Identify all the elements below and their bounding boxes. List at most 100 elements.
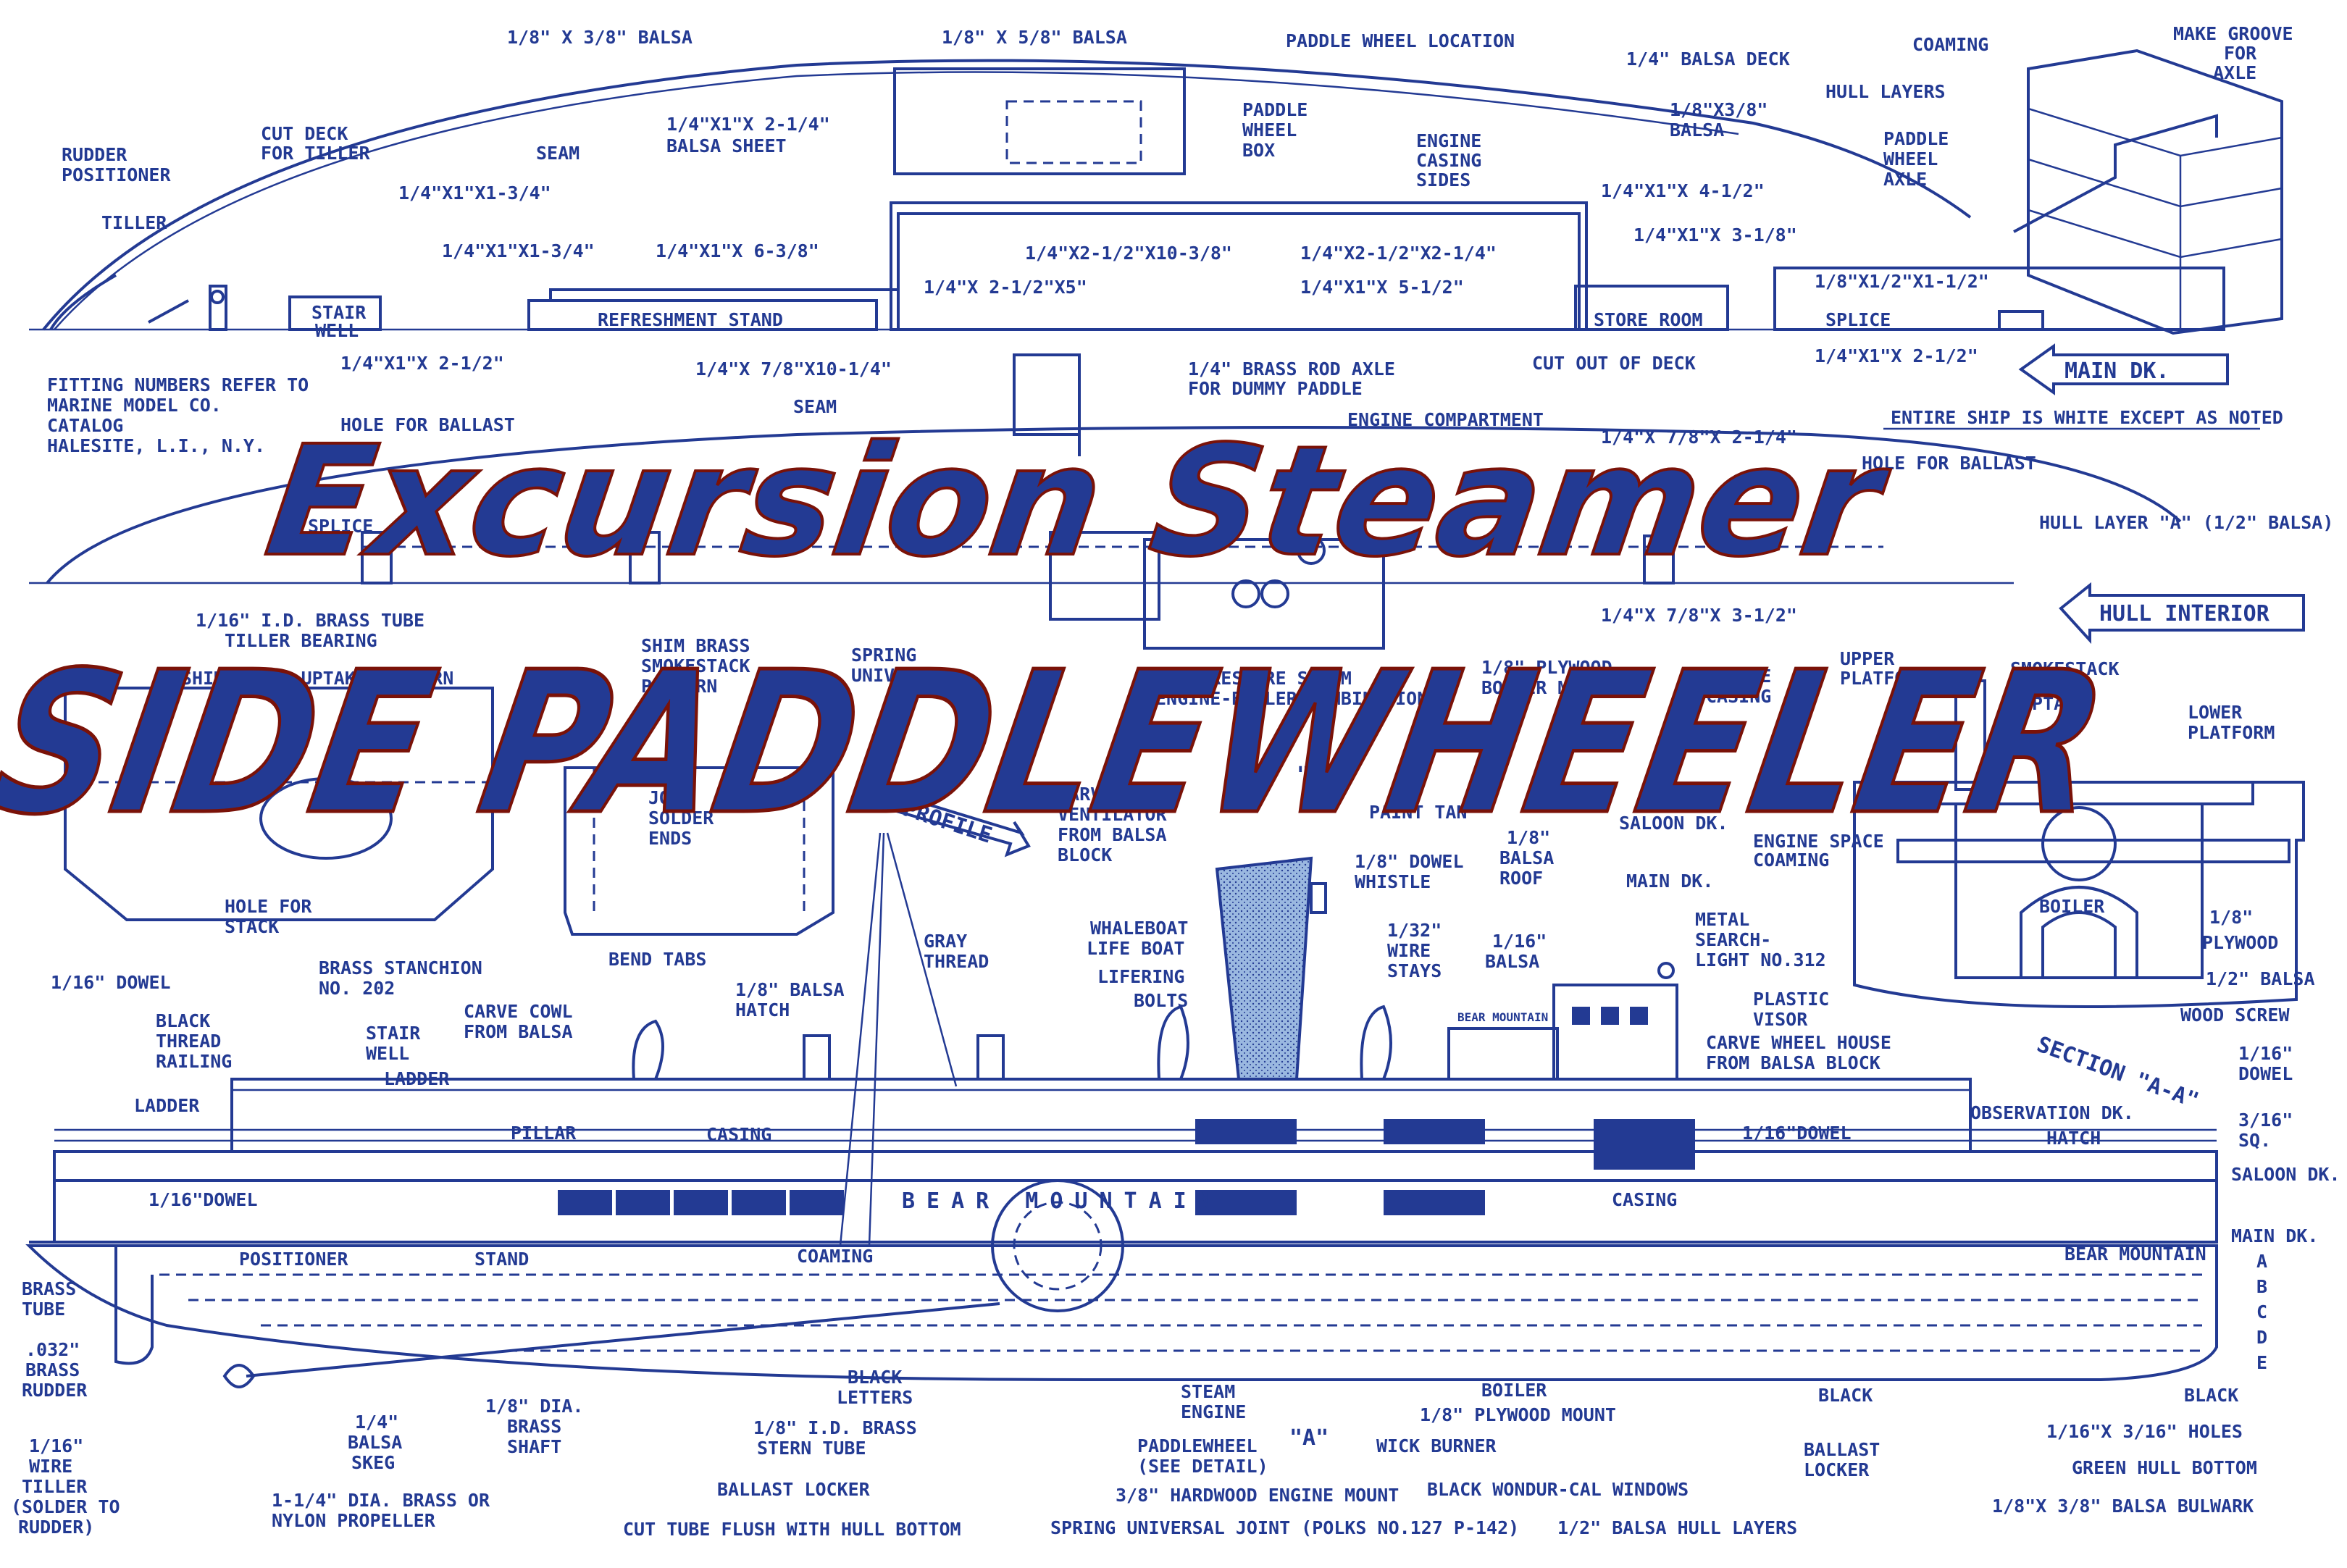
notes: FITTING NUMBERS REFER TO MARINE MODEL CO… bbox=[47, 374, 2283, 456]
label-section-title: SECTION "A-A" bbox=[2033, 1032, 2202, 1114]
label-d4: 1/4"X2-1/2"X10-3/8" bbox=[1025, 243, 1232, 264]
label-railing-1: BLACK bbox=[156, 1010, 210, 1031]
label-rod-1: 1/4"X 7/8"X10-1/4" bbox=[695, 359, 892, 380]
label-engine-casing-2: CASING bbox=[1416, 150, 1481, 171]
hull-interior: 1/4"X 7/8"X10-1/4" 1/4" BRASS ROD AXLE F… bbox=[29, 353, 2333, 651]
label-wheelhouse-1: CARVE WHEEL HOUSE bbox=[1706, 1032, 1891, 1053]
label-pw-box-3: BOX bbox=[1242, 140, 1275, 161]
label-uptake: UPTAKE bbox=[2021, 693, 2086, 714]
stern-name: BEAR MOUNTAIN bbox=[2064, 1244, 2206, 1265]
label-engine-casing-1: ENGINE bbox=[1416, 130, 1481, 151]
label-section-smokestack: SMOKESTACK bbox=[2010, 658, 2120, 679]
label-sheet-1: 1/4"X1"X 2-1/4" bbox=[666, 114, 830, 135]
label-steam-engine-1: LOW PRESSURE STEAM bbox=[1155, 668, 1352, 689]
label-rudder-2: BRASS bbox=[25, 1359, 80, 1380]
label-casing-1: CASING bbox=[706, 1124, 771, 1145]
label-sq-2: SQ. bbox=[2238, 1130, 2271, 1151]
title-line-2: SIDE PADDLEWHEELER bbox=[0, 630, 2120, 858]
label-smokestack-3: PATTERN bbox=[641, 676, 717, 697]
label-vent-4: BLOCK bbox=[1058, 844, 1112, 865]
label-balsa-3b: BALSA bbox=[1670, 120, 1724, 141]
label-store-room: STORE ROOM bbox=[1594, 309, 1703, 330]
label-cut-out: CUT OUT OF DECK bbox=[1532, 353, 1696, 374]
label-refreshment: REFRESHMENT STAND bbox=[598, 309, 783, 330]
label-shaft-1: 1/8" DIA. bbox=[485, 1396, 583, 1417]
label-vent-1: CARVE bbox=[1058, 784, 1112, 805]
label-b16-1: 1/16" bbox=[1492, 931, 1547, 952]
label-stand: STAND bbox=[474, 1249, 529, 1270]
label-stays-1: 1/32" bbox=[1387, 920, 1442, 941]
label-steam-engine-p2: ENGINE bbox=[1181, 1401, 1246, 1422]
label-axle-3: AXLE bbox=[1883, 169, 1927, 190]
label-d9: 1/4"X1"X 5-1/2" bbox=[1300, 277, 1464, 298]
label-stays-2: WIRE bbox=[1387, 940, 1431, 961]
label-plywood-s1: 1/8" bbox=[2209, 907, 2253, 928]
label-whistle-1: 1/8" DOWEL bbox=[1355, 851, 1464, 872]
label-groove-2: FOR bbox=[2224, 43, 2257, 64]
label-uptake-pattern: SHIM BRASS UPTAKE PATTERN bbox=[181, 668, 453, 689]
note-fitting-2: MARINE MODEL CO. bbox=[47, 395, 222, 416]
label-layer-d: D bbox=[2256, 1327, 2267, 1348]
label-plywood-s2: PLYWOOD bbox=[2202, 932, 2278, 953]
label-seam-2: SEAM bbox=[793, 396, 837, 417]
label-smokestack-2: SMOKESTACK bbox=[641, 655, 750, 676]
label-shaft-3: SHAFT bbox=[507, 1436, 561, 1457]
label-d1: 1/4"X1"X1-3/4" bbox=[398, 183, 551, 204]
label-black-1: BLACK bbox=[1818, 1385, 1873, 1406]
note-fitting-4: HALESITE, L.I., N.Y. bbox=[47, 435, 265, 456]
label-letters-2: LETTERS bbox=[837, 1387, 913, 1408]
label-balsa-3-8: 1/8" X 3/8" BALSA bbox=[507, 27, 693, 48]
title-overlay: Excursion Steamer SIDE PADDLEWHEELER bbox=[0, 411, 2122, 860]
label-axle-2: WHEEL bbox=[1883, 148, 1938, 169]
label-sq-1: 3/16" bbox=[2238, 1110, 2293, 1131]
label-hatch-p: HATCH bbox=[2046, 1128, 2101, 1149]
label-brass-tube-2: TUBE bbox=[22, 1299, 65, 1320]
label-cowl-1: CARVE COWL bbox=[464, 1001, 573, 1022]
label-engine-casing-s2: CASING bbox=[1706, 686, 1771, 707]
label-d10: 1/8"X1/2"X1-1/2" bbox=[1815, 271, 1989, 292]
label-upper-platform-2: PLATFORM bbox=[1840, 668, 1927, 689]
label-dowel-1: 1/16" DOWEL bbox=[51, 972, 171, 993]
label-boiler-s: BOILER bbox=[2039, 896, 2105, 917]
label-stanchion-2: NO. 202 bbox=[319, 978, 395, 999]
label-plywood-mount-1: 1/8" PLYWOOD bbox=[1481, 657, 1612, 678]
label-lower-platform-2: PLATFORM bbox=[2188, 722, 2275, 743]
label-railing-3: RAILING bbox=[156, 1051, 232, 1072]
profile-view: BEAR MOUNTAIN BEAR MOUNTAIN BEAR MOUNTAI… bbox=[11, 784, 2340, 1540]
label-wire-3: TILLER bbox=[22, 1476, 88, 1497]
label-balsa-deck: 1/4" BALSA DECK bbox=[1626, 49, 1790, 70]
label-holes: 1/16"X 3/16" HOLES bbox=[2046, 1421, 2243, 1442]
label-hull-layer-a: HULL LAYER "A" (1/2" BALSA) bbox=[2039, 512, 2333, 533]
label-searchlight-1: METAL bbox=[1695, 909, 1749, 930]
label-cowl-2: FROM BALSA bbox=[464, 1021, 573, 1042]
label-layer-b: B bbox=[2256, 1276, 2267, 1297]
note-fitting-3: CATALOG bbox=[47, 415, 123, 436]
label-stern-tube-2: STERN TUBE bbox=[757, 1438, 866, 1459]
label-wheelhouse-2: FROM BALSA BLOCK bbox=[1706, 1052, 1880, 1073]
label-windows: BLACK WONDUR-CAL WINDOWS bbox=[1427, 1479, 1689, 1500]
label-rudder-positioner-2: POSITIONER bbox=[62, 164, 171, 185]
label-main-dk-arrow: MAIN DK. bbox=[2064, 359, 2170, 384]
label-ballast-hole-1: HOLE FOR BALLAST bbox=[340, 414, 515, 435]
window-row bbox=[558, 1119, 1695, 1215]
label-d8: 1/4"X 2-1/2"X5" bbox=[924, 277, 1087, 298]
label-upper-platform-1: UPPER bbox=[1840, 648, 1895, 669]
label-paddle-location: PADDLE WHEEL LOCATION bbox=[1286, 30, 1515, 51]
label-vent-2: VENTILATOR bbox=[1058, 804, 1167, 825]
label-bolts: BOLTS bbox=[1134, 990, 1188, 1011]
label-rudder-3: RUDDER bbox=[22, 1380, 88, 1401]
label-stair-2: WELL bbox=[315, 320, 359, 341]
label-hull-layers: HULL LAYERS bbox=[1825, 81, 1946, 102]
label-stanchion-1: BRASS STANCHION bbox=[319, 957, 482, 978]
label-join-1: JOIN bbox=[648, 787, 692, 808]
label-hatch-2: HATCH bbox=[735, 999, 790, 1020]
label-engine-space-2: COAMING bbox=[1753, 850, 1829, 871]
label-wood-screw: WOOD SCREW bbox=[2180, 1005, 2290, 1026]
label-axle-rod-1: 1/4" BRASS ROD AXLE bbox=[1188, 359, 1395, 380]
label-b16-2: BALSA bbox=[1485, 951, 1539, 972]
label-groove-3: AXLE bbox=[2213, 62, 2256, 83]
label-axle-1: PADDLE bbox=[1883, 128, 1949, 149]
label-smokestack-1: SHIM BRASS bbox=[641, 635, 750, 656]
label-searchlight-2: SEARCH- bbox=[1695, 929, 1771, 950]
